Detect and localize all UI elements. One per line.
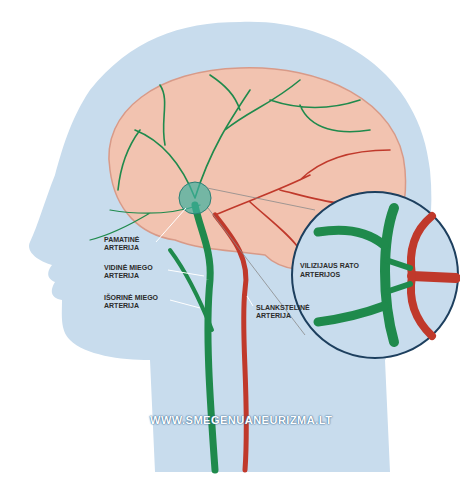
internal-carotid-artery <box>195 205 215 470</box>
zoom-circle: VILIZIJAUS RATO ARTERIJOS <box>290 190 460 360</box>
watermark: WWW.SMEGENUANEURIZMA.LT <box>150 414 332 426</box>
part-label: SLANKSTELINĖ ARTERIJA <box>256 304 312 321</box>
part-label: VIDINĖ MIEGO ARTERIJA <box>104 264 166 281</box>
node-label: VILIZIJAUS RATO ARTERIJOS <box>300 262 374 280</box>
zoom-circle-shape <box>292 192 458 358</box>
zoom-spot <box>179 182 211 214</box>
vertebral-artery <box>215 215 246 470</box>
part-label: PAMATINĖ ARTERIJA <box>104 236 156 253</box>
part-label: IŠORINĖ MIEGO ARTERIJA <box>104 294 170 311</box>
leader-lines <box>156 208 253 308</box>
